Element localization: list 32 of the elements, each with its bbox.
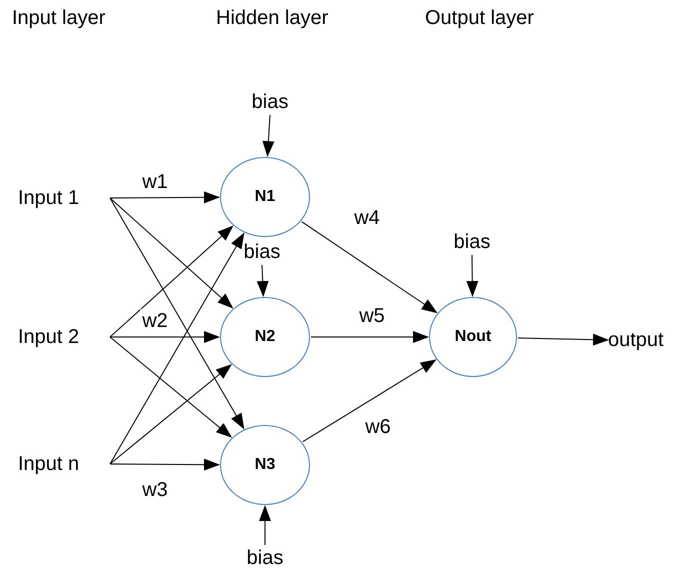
node-label: Input 2 xyxy=(18,324,110,350)
arrow xyxy=(110,336,232,438)
layer-heading: Input layer xyxy=(12,6,106,30)
neuron-circle: N3 xyxy=(220,425,310,505)
neuron-circle: N1 xyxy=(220,157,310,237)
node-label: output xyxy=(608,327,676,353)
arrow xyxy=(110,191,220,204)
node-label: Input n xyxy=(18,451,110,477)
arrow xyxy=(262,114,274,158)
node-label: bias xyxy=(246,89,294,115)
arrow xyxy=(466,254,478,297)
arrow xyxy=(110,198,234,309)
arrow xyxy=(110,226,234,338)
arrow xyxy=(302,359,437,442)
layer-heading: Hidden layer xyxy=(216,6,328,30)
node-label: bias xyxy=(238,239,286,265)
arrow xyxy=(110,331,220,343)
arrow xyxy=(110,364,232,464)
arrow xyxy=(110,458,220,471)
arrow xyxy=(310,331,429,343)
node-label: bias xyxy=(241,545,289,571)
arrow xyxy=(517,334,609,346)
layer-heading: Output layer xyxy=(425,6,534,30)
arrow xyxy=(256,264,269,298)
neuron-circle: N2 xyxy=(220,297,310,377)
node-label: Input 1 xyxy=(18,185,110,211)
node-label: bias xyxy=(448,229,496,255)
arrow xyxy=(259,505,271,546)
arrow xyxy=(110,232,244,464)
arrow xyxy=(301,221,438,314)
arrow xyxy=(110,198,244,430)
neuron-circle: Nout xyxy=(429,297,517,377)
